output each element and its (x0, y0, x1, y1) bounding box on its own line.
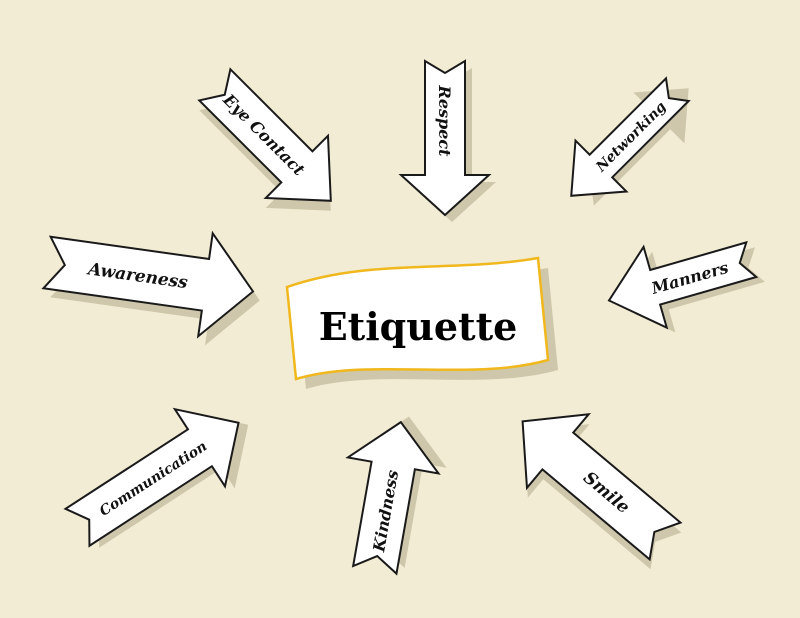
center-banner: Etiquette (285, 256, 558, 389)
arrow-awareness: Awareness (41, 230, 260, 346)
arrow-eye-contact: Eye Contact (197, 67, 332, 211)
arrow-communication: Communication (63, 407, 249, 548)
arrow-label-respect: Respect (435, 85, 454, 158)
center-label: Etiquette (319, 304, 518, 349)
arrow-kindness: Kindness (345, 416, 447, 576)
arrow-respect: Respect (398, 59, 496, 222)
arrow-manners: Manners (607, 240, 765, 333)
arrow-networking: Networking (570, 76, 691, 206)
arrow-smile: Smile (521, 412, 683, 570)
